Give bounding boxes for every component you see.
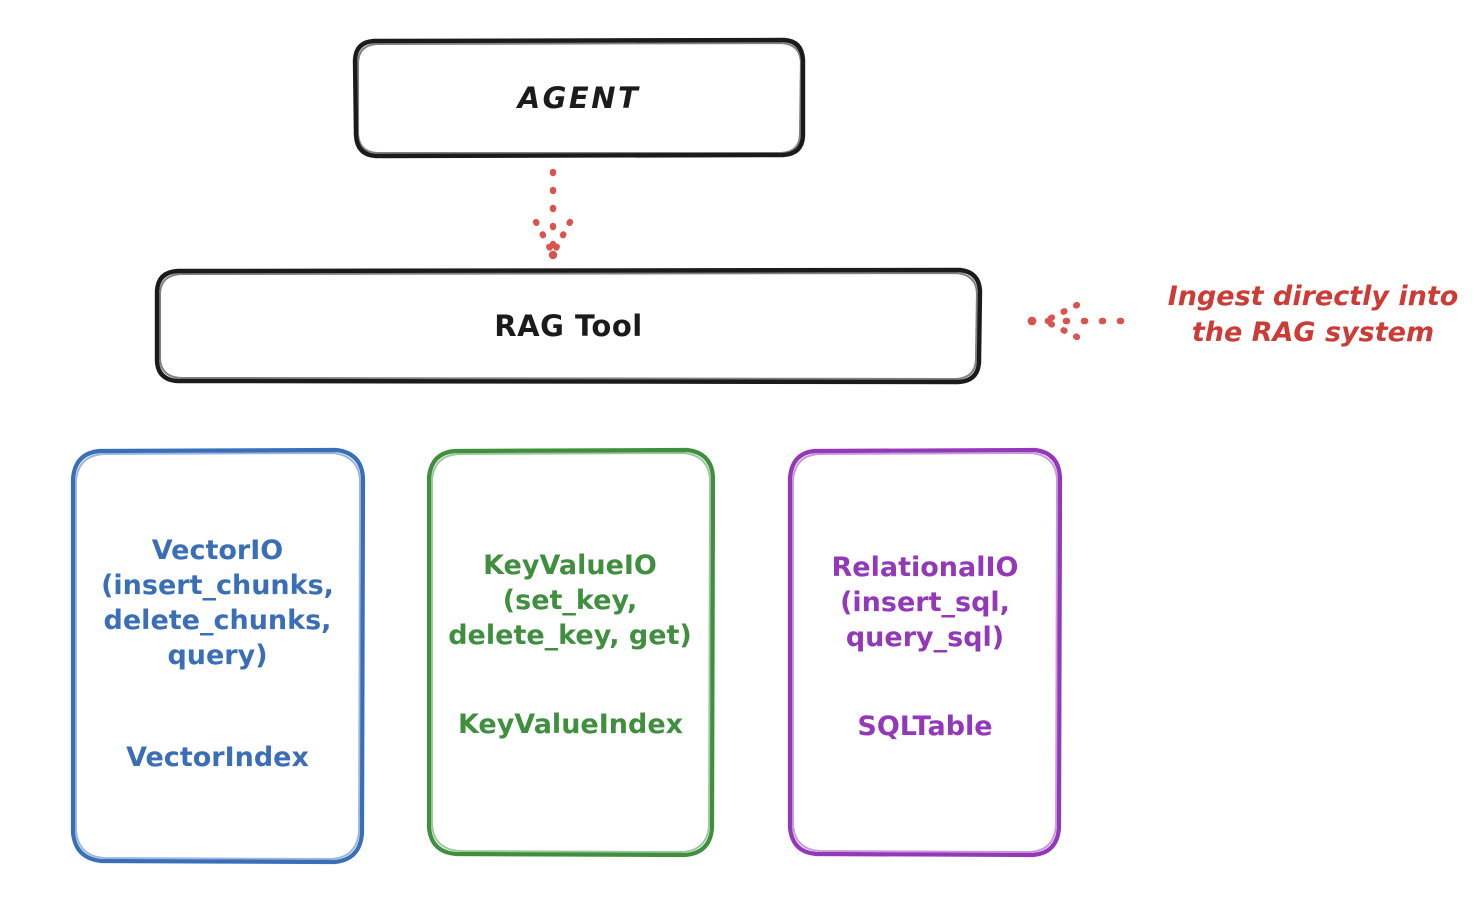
key-value-io-box-sketch-overlay: [431, 452, 711, 853]
relational-io-box-sketch-overlay: [792, 452, 1058, 853]
agent-node[interactable]: [352, 37, 806, 159]
key-value-io-node[interactable]: [426, 447, 716, 858]
vector-io-box-sketch-overlay: [75, 452, 361, 860]
vector-io-box-outline: [70, 447, 366, 865]
agent-to-rag-arrow-tip: [548, 250, 558, 260]
agent-to-rag-arrowhead-right: [550, 218, 574, 256]
relational-io-box-outline: [787, 447, 1063, 858]
vector-io-node[interactable]: [70, 447, 366, 865]
rag-tool-node[interactable]: [154, 267, 983, 385]
ingest-note-arrowhead-top: [1043, 301, 1081, 324]
agent-box-outline: [352, 37, 806, 159]
ingest-note-arrow-tip: [1027, 316, 1037, 326]
agent-to-rag-arrowhead-left: [532, 218, 556, 256]
agent-box-sketch-overlay: [356, 41, 803, 155]
ingest-note-arrowhead-bottom: [1043, 318, 1081, 341]
rag-tool-box-sketch-overlay: [158, 271, 979, 381]
key-value-io-box-outline: [426, 447, 716, 858]
agent-to-rag-connector: [532, 168, 574, 260]
relational-io-node[interactable]: [787, 447, 1063, 858]
ingest-note-connector: [1027, 301, 1136, 341]
rag-tool-box-outline: [154, 267, 983, 385]
